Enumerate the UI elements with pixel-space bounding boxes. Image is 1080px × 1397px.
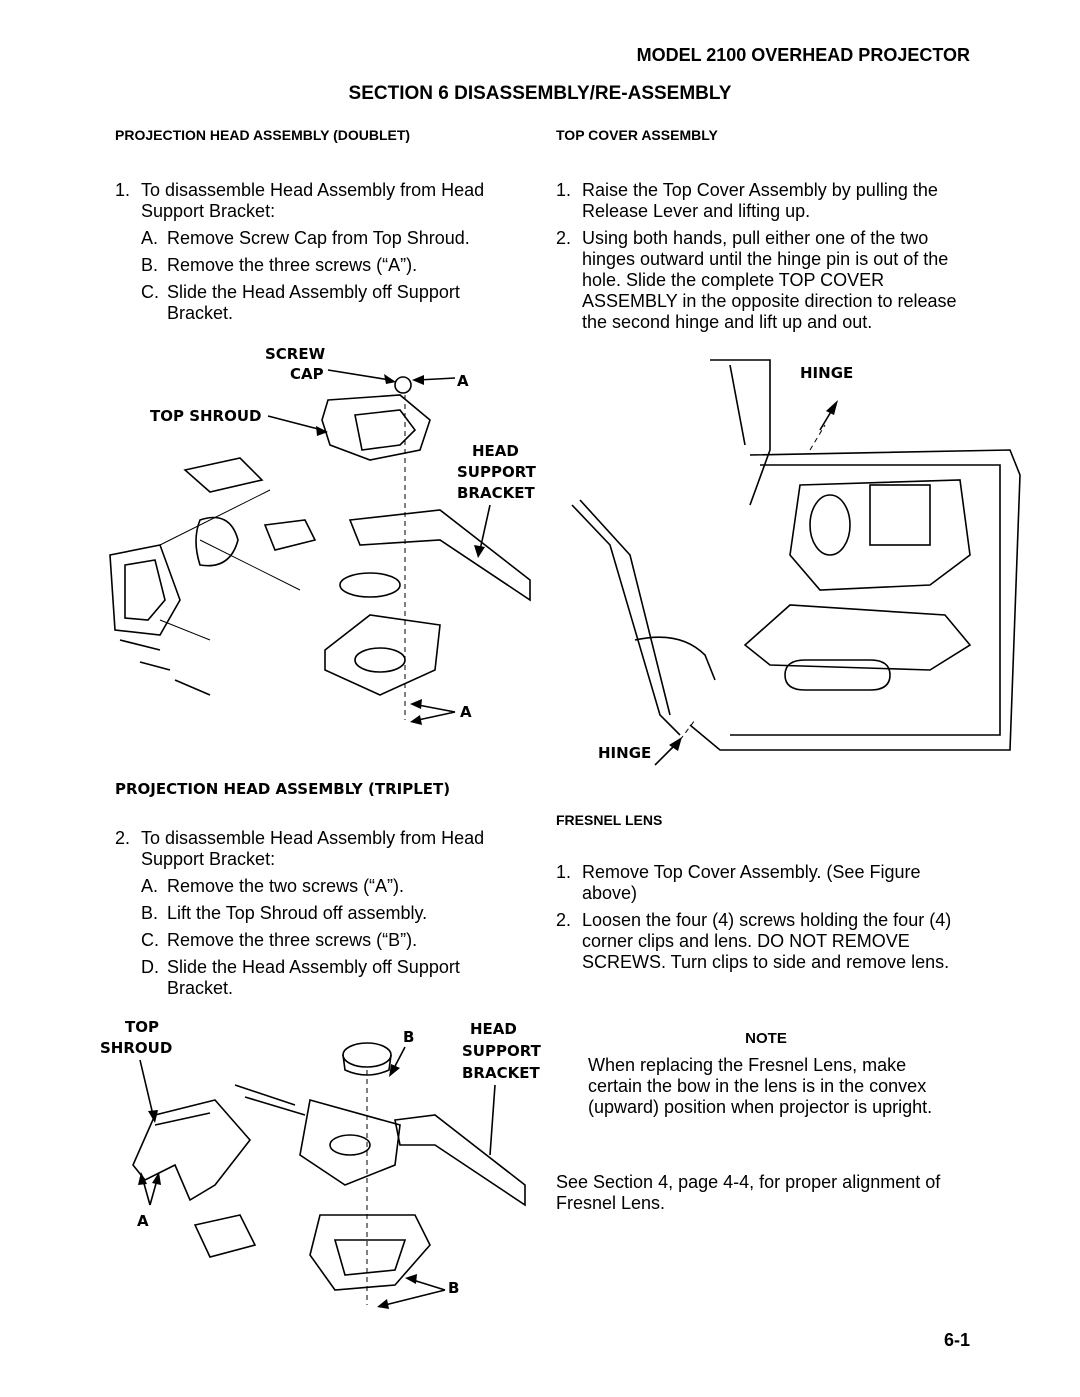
substep-a: A. Remove the two screws (“A”). bbox=[115, 876, 525, 897]
section-title: SECTION 6 DISASSEMBLY/RE-ASSEMBLY bbox=[348, 83, 732, 104]
top-shroud bbox=[132, 1099, 252, 1202]
step-number: 1. bbox=[556, 862, 572, 882]
substep-letter: B. bbox=[141, 255, 159, 275]
doublet-exploded-figure: SCREW CAP A TOP SHROUD HEAD SUPPORT BRAC… bbox=[100, 340, 560, 730]
figure-label-shroud: SHROUD bbox=[100, 1039, 173, 1057]
lens-element bbox=[195, 516, 239, 567]
lower-housing bbox=[309, 1214, 431, 1291]
projector-drawing bbox=[571, 359, 1021, 766]
substep-letter: A. bbox=[141, 228, 159, 248]
top-cover-steps: 1. Raise the Top Cover Assembly by pulli… bbox=[556, 180, 976, 339]
figure-label-b-bottom: B bbox=[448, 1279, 460, 1297]
substep-c: C. Slide the Head Assembly off Support B… bbox=[115, 282, 525, 324]
support-bracket bbox=[394, 1114, 526, 1207]
lens-cap-disc bbox=[339, 572, 401, 598]
figure-label-b: B bbox=[403, 1028, 415, 1046]
substep-text: Lift the Top Shroud off assembly. bbox=[167, 903, 428, 923]
figure-label-a: A bbox=[457, 372, 469, 390]
figure-label-hinge-bottom: HINGE bbox=[598, 744, 652, 762]
step-text: Remove Top Cover Assembly. (See Figure a… bbox=[582, 862, 921, 903]
see-section-text: See Section 4, page 4-4, for proper alig… bbox=[556, 1172, 941, 1213]
substep-b: B. Lift the Top Shroud off assembly. bbox=[115, 903, 525, 924]
step-text: Loosen the four (4) screws holding the f… bbox=[582, 910, 952, 972]
fresnel-heading: FRESNEL LENS bbox=[556, 812, 663, 828]
step-number: 1. bbox=[115, 180, 131, 200]
step-text: Using both hands, pull either one of the… bbox=[582, 228, 957, 332]
figure-label-top-shroud: TOP SHROUD bbox=[150, 407, 262, 425]
triplet-exploded-figure: TOP SHROUD B HEAD SUPPORT BRACKET A B bbox=[95, 1015, 555, 1320]
figure-label-hinge-top: HINGE bbox=[800, 364, 854, 382]
lens-plate bbox=[193, 1214, 257, 1258]
support-bracket bbox=[348, 509, 531, 602]
doublet-drawing bbox=[109, 369, 531, 725]
substep-text: Remove the two screws (“A”). bbox=[167, 876, 405, 896]
fresnel-panel bbox=[743, 604, 972, 671]
top-cover-heading: TOP COVER ASSEMBLY bbox=[556, 127, 718, 143]
projector-hinge-figure: HINGE HINGE bbox=[570, 355, 1030, 775]
figure-label-a: A bbox=[137, 1212, 149, 1230]
substep-letter: B. bbox=[141, 903, 159, 923]
triplet-steps: 2. To disassemble Head Assembly from Hea… bbox=[115, 828, 525, 1005]
head-housing bbox=[109, 544, 181, 636]
doublet-heading: PROJECTION HEAD ASSEMBLY (DOUBLET) bbox=[115, 127, 411, 143]
note-text: When replacing the Fresnel Lens, make ce… bbox=[588, 1055, 933, 1117]
top-cover-frame bbox=[710, 359, 771, 506]
substep-text: Slide the Head Assembly off Support Brac… bbox=[167, 282, 460, 323]
figure-label-bracket: BRACKET bbox=[457, 484, 535, 502]
substep-b: B. Remove the three screws (“A”). bbox=[115, 255, 525, 276]
substep-letter: C. bbox=[141, 282, 159, 302]
hinge-rod bbox=[634, 636, 716, 681]
step-number: 2. bbox=[115, 828, 131, 848]
substep-d: D. Slide the Head Assembly off Support B… bbox=[115, 957, 525, 999]
screw-cap-leader bbox=[327, 369, 391, 381]
step-number: 2. bbox=[556, 228, 572, 248]
top-cover-step-1: 1. Raise the Top Cover Assembly by pulli… bbox=[556, 180, 976, 222]
model-header: MODEL 2100 OVERHEAD PROJECTOR bbox=[636, 45, 970, 65]
figure-label-support: SUPPORT bbox=[462, 1042, 541, 1060]
substep-letter: C. bbox=[141, 930, 159, 950]
figure-label-a-bottom: A bbox=[460, 703, 472, 721]
mirror-holder bbox=[263, 519, 317, 551]
lamp-assembly bbox=[789, 479, 971, 591]
figure-label-bracket: BRACKET bbox=[462, 1064, 540, 1082]
page-number: 6-1 bbox=[943, 1330, 970, 1350]
screw-cap bbox=[394, 376, 412, 394]
substep-letter: D. bbox=[141, 957, 159, 977]
substep-text: Remove Screw Cap from Top Shroud. bbox=[167, 228, 470, 248]
figure-label-head: HEAD bbox=[472, 442, 519, 460]
substep-text: Remove the three screws (“B”). bbox=[167, 930, 418, 950]
lens-cap bbox=[342, 1042, 392, 1068]
lower-housing bbox=[324, 614, 441, 696]
figure-label-cap: CAP bbox=[290, 365, 324, 383]
projector-base bbox=[689, 449, 1021, 751]
figure-label-head: HEAD bbox=[470, 1020, 517, 1038]
substep-a: A. Remove Screw Cap from Top Shroud. bbox=[115, 228, 525, 249]
step-2: 2. To disassemble Head Assembly from Hea… bbox=[115, 828, 525, 870]
figure-label-top: TOP bbox=[125, 1018, 159, 1036]
substep-letter: A. bbox=[141, 876, 159, 896]
step-text: To disassemble Head Assembly from Head S… bbox=[141, 828, 485, 869]
head-body bbox=[299, 1098, 401, 1186]
step-number: 1. bbox=[556, 180, 572, 200]
step-text: Raise the Top Cover Assembly by pulling … bbox=[582, 180, 938, 221]
top-cover-step-2: 2. Using both hands, pull either one of … bbox=[556, 228, 976, 333]
fresnel-step-1: 1. Remove Top Cover Assembly. (See Figur… bbox=[556, 862, 976, 904]
step-text: To disassemble Head Assembly from Head S… bbox=[141, 180, 485, 221]
substep-c: C. Remove the three screws (“B”). bbox=[115, 930, 525, 951]
triplet-heading: PROJECTION HEAD ASSEMBLY (TRIPLET) bbox=[115, 780, 451, 798]
step-number: 2. bbox=[556, 910, 572, 930]
step-1: 1. To disassemble Head Assembly from Hea… bbox=[115, 180, 525, 222]
figure-label-screw: SCREW bbox=[265, 345, 326, 363]
substep-text: Slide the Head Assembly off Support Brac… bbox=[167, 957, 460, 998]
fresnel-steps: 1. Remove Top Cover Assembly. (See Figur… bbox=[556, 862, 976, 979]
doublet-steps: 1. To disassemble Head Assembly from Hea… bbox=[115, 180, 525, 330]
triplet-drawing bbox=[132, 1042, 526, 1309]
substep-text: Remove the three screws (“A”). bbox=[167, 255, 418, 275]
note-title: NOTE bbox=[745, 1030, 787, 1047]
lamp-tray bbox=[784, 659, 891, 691]
fresnel-step-2: 2. Loosen the four (4) screws holding th… bbox=[556, 910, 976, 973]
lens-card bbox=[183, 457, 264, 493]
figure-label-support: SUPPORT bbox=[457, 463, 536, 481]
